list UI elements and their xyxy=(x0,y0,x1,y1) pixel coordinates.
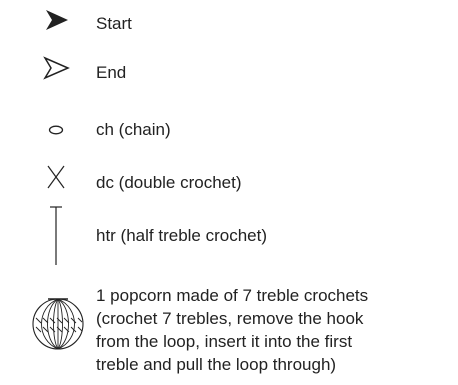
outline-arrowhead-icon xyxy=(43,56,70,80)
legend-label-start: Start xyxy=(96,14,132,33)
legend-label-chain: ch (chain) xyxy=(96,120,171,139)
legend-label-popcorn: 1 popcorn made of 7 treble crochets (cro… xyxy=(96,286,369,374)
legend-label-end: End xyxy=(96,63,127,82)
popcorn-icon xyxy=(32,298,84,350)
legend-label-double-crochet: dc (double crochet) xyxy=(96,173,242,192)
oval-icon xyxy=(48,125,64,135)
filled-arrowhead-icon xyxy=(46,10,68,30)
t-stitch-icon xyxy=(50,206,62,265)
legend-label-half-treble: htr (half treble crochet) xyxy=(96,226,268,245)
x-cross-icon xyxy=(47,165,65,189)
